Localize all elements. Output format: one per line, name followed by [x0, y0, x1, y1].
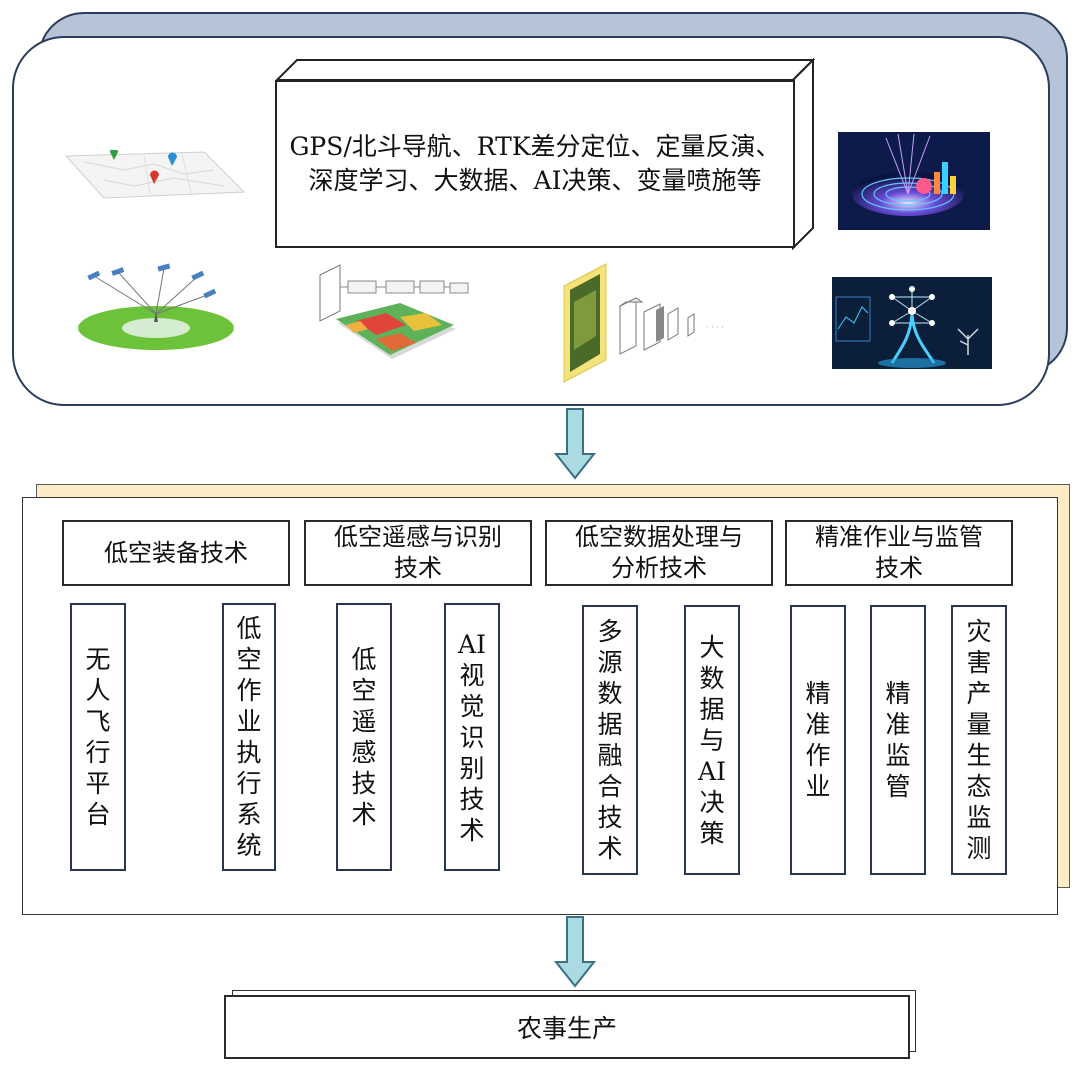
agricultural-production-label: 农事生产	[516, 1014, 617, 1043]
item-label: 低空作业执行系统	[236, 614, 262, 860]
category-precision-operation: 精准作业与监管 技术	[785, 520, 1013, 586]
category-title: 低空遥感与识别 技术	[334, 523, 502, 582]
gnss-satellite-icon	[78, 263, 234, 350]
category-remote-sensing: 低空遥感与识别 技术	[304, 520, 532, 586]
agricultural-production-box: 农事生产	[224, 995, 910, 1059]
remote-sensing-cnn-icon	[319, 264, 469, 359]
item-uav-platform: 无人飞行平台	[70, 603, 126, 871]
svg-text:· · · ·: · · · ·	[706, 323, 724, 332]
item-precision-supervision: 精准监管	[870, 605, 926, 875]
item-label: 低空遥感技术	[351, 645, 377, 829]
item-low-altitude-remote-sensing: 低空遥感技术	[336, 603, 392, 871]
technology-text: GPS/北斗导航、RTK差分定位、定量反演、 深度学习、大数据、AI决策、变量喷…	[289, 132, 781, 195]
item-big-data-ai-decision: 大数据与AI决策	[684, 605, 740, 875]
item-multi-source-fusion: 多源数据融合技术	[582, 605, 638, 875]
item-label: 无人飞行平台	[85, 645, 111, 829]
category-data-processing: 低空数据处理与 分析技术	[545, 520, 773, 586]
map-pins-icon	[64, 150, 246, 199]
item-precision-operation: 精准作业	[790, 605, 846, 875]
item-label: 大数据与AI决策	[698, 632, 726, 848]
ai-network-icon	[832, 277, 992, 369]
category-title: 精准作业与监管 技术	[815, 523, 983, 582]
item-disaster-yield-eco-monitoring: 灾害产量生态监测	[951, 605, 1007, 875]
down-arrow-2	[553, 916, 597, 988]
category-title: 低空数据处理与 分析技术	[575, 523, 743, 582]
item-ai-visual-recognition: AI视觉识别技术	[444, 603, 500, 871]
technology-box: GPS/北斗导航、RTK差分定位、定量反演、 深度学习、大数据、AI决策、变量喷…	[275, 80, 795, 248]
item-label: AI视觉识别技术	[458, 629, 486, 845]
item-label: 灾害产量生态监测	[966, 617, 992, 863]
item-label: 多源数据融合技术	[597, 617, 623, 863]
data-vortex-icon	[838, 132, 990, 230]
item-label: 精准作业	[805, 679, 831, 801]
category-title: 低空装备技术	[104, 538, 248, 567]
item-operation-system: 低空作业执行系统	[222, 603, 276, 871]
down-arrow-1	[553, 408, 597, 480]
category-low-altitude-equipment: 低空装备技术	[62, 520, 290, 586]
image-cnn-icon: · · · ·	[563, 263, 724, 383]
item-label: 精准监管	[885, 679, 911, 801]
